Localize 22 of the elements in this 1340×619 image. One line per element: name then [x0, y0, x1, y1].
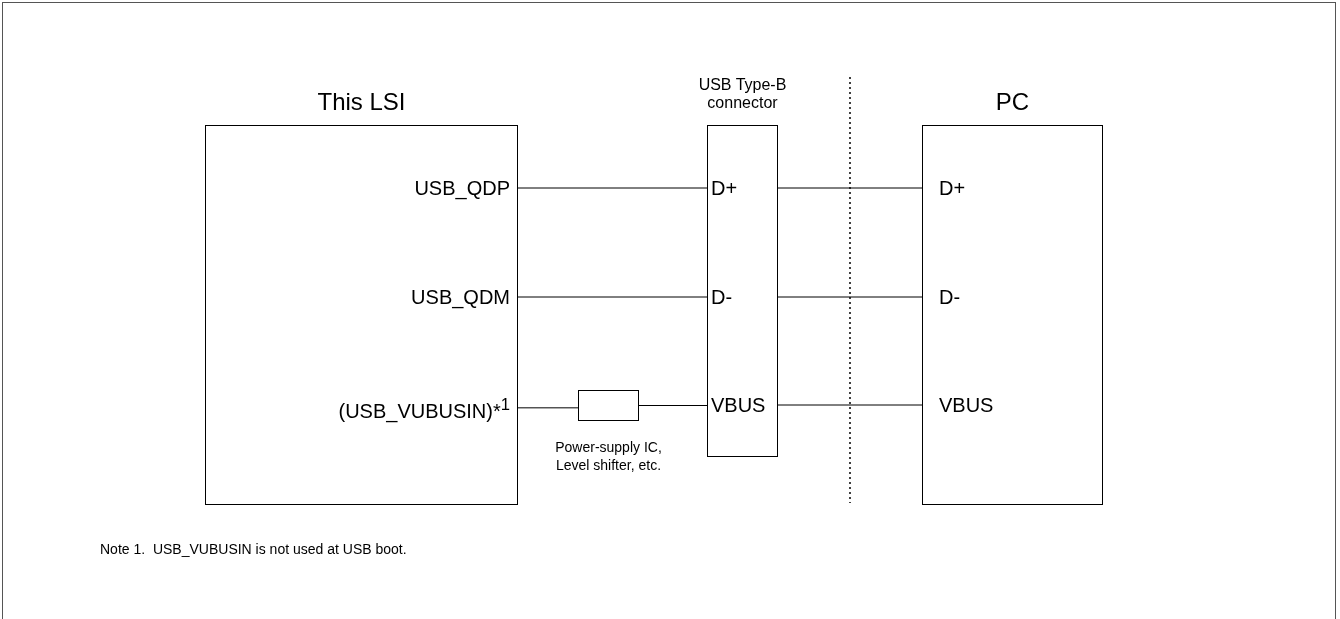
wire-line: [516, 407, 579, 409]
pin-label: D+: [708, 176, 777, 200]
pc-title: PC: [994, 88, 1031, 116]
wire-line: [638, 405, 709, 406]
wire-line: [516, 296, 709, 298]
pin-label: USB_QDP: [414, 176, 517, 200]
pin-label: D-: [923, 285, 961, 309]
pin-label: VBUS: [708, 393, 777, 417]
pin-label: VBUS: [923, 393, 994, 417]
pin-label: USB_QDM: [411, 285, 517, 309]
pin-label: D-: [708, 285, 777, 309]
chip-title: This LSI: [316, 88, 407, 116]
component-caption: Power-supply IC, Level shifter, etc.: [554, 438, 663, 474]
connector-title: USB Type-B connector: [697, 76, 788, 112]
wire-line: [776, 296, 924, 298]
pin-label: (USB_VUBUSIN)*$^{1}$: [338, 393, 517, 423]
wire-line: [516, 187, 709, 189]
component-box: [578, 390, 639, 421]
pin-label: D+: [923, 176, 966, 200]
wire-line: [776, 404, 924, 406]
footnote: Note 1. USB_VUBUSIN is not used at USB boot.: [100, 541, 407, 557]
wire-line: [776, 187, 924, 189]
